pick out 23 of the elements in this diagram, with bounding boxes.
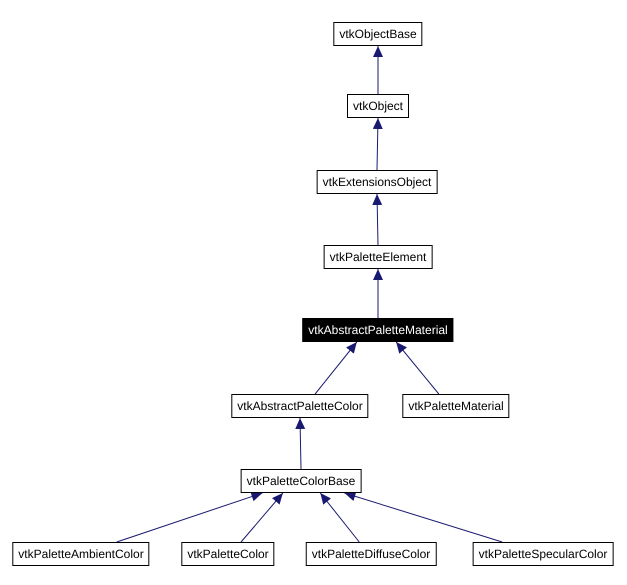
class-box: vtkObjectBase [333,22,423,46]
class-box: vtkAbstractPaletteColor [231,394,369,418]
class-box: vtkPaletteElement [324,245,432,269]
inheritance-arrow [314,342,358,394]
inheritance-arrow [240,492,284,542]
inheritance-arrow [116,492,263,542]
inheritance-arrow [373,46,383,94]
inheritance-arrow [396,342,440,394]
inheritance-arrow [373,268,383,318]
class-box: vtkPaletteAmbientColor [12,542,150,566]
inheritance-arrow [295,418,306,470]
highlighted-class-box: vtkAbstractPaletteMaterial [302,318,454,342]
inheritance-arrow [320,492,360,542]
inheritance-arrow [372,194,382,246]
class-box: vtkPaletteSpecularColor [472,542,614,566]
class-box: vtkPaletteColor [181,542,275,566]
inheritance-arrow [372,118,383,170]
class-box: vtkPaletteMaterial [402,394,510,418]
class-box: vtkPaletteDiffuseColor [306,542,436,566]
inheritance-arrow [344,492,503,542]
class-box: vtkPaletteColorBase [240,469,362,493]
class-box: vtkObject [347,94,409,118]
class-box: vtkExtensionsObject [316,170,438,194]
